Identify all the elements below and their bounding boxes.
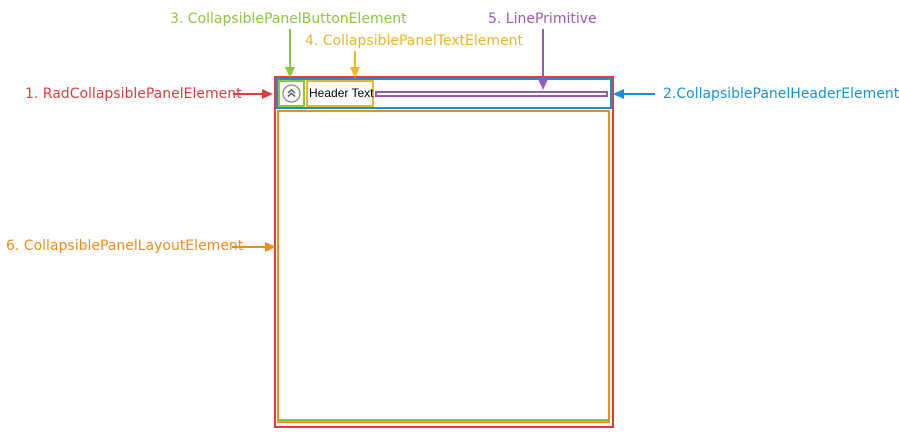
arrow-text-element	[350, 51, 360, 78]
label-text-element: 4. CollapsiblePanelTextElement	[305, 33, 524, 49]
label-rad-panel-element: 1. RadCollapsiblePanelElement	[25, 86, 242, 102]
label-line-primitive: 5. LinePrimitive	[488, 11, 597, 27]
line-primitive	[375, 91, 608, 97]
rad-collapsible-panel-element	[274, 76, 614, 428]
arrow-layout-element	[232, 242, 276, 252]
arrow-rad-panel-element	[233, 89, 273, 99]
collapsible-panel-button-element	[278, 80, 305, 107]
header-text: Header Text	[309, 86, 374, 100]
collapsible-panel-layout-element	[277, 110, 610, 423]
double-chevron-up-icon[interactable]	[281, 83, 302, 104]
label-layout-element: 6. CollapsiblePanelLayoutElement	[6, 238, 244, 254]
collapsible-panel-header-element	[276, 78, 612, 109]
layout-bottom-strip	[279, 419, 608, 422]
label-header-element: 2.CollapsiblePanelHeaderElement	[663, 86, 899, 102]
label-button-element: 3. CollapsiblePanelButtonElement	[170, 11, 407, 27]
collapsible-panel-text-element	[306, 80, 374, 107]
arrow-line-primitive	[538, 29, 548, 90]
arrow-button-element	[285, 29, 295, 78]
arrow-header-element	[613, 89, 655, 99]
